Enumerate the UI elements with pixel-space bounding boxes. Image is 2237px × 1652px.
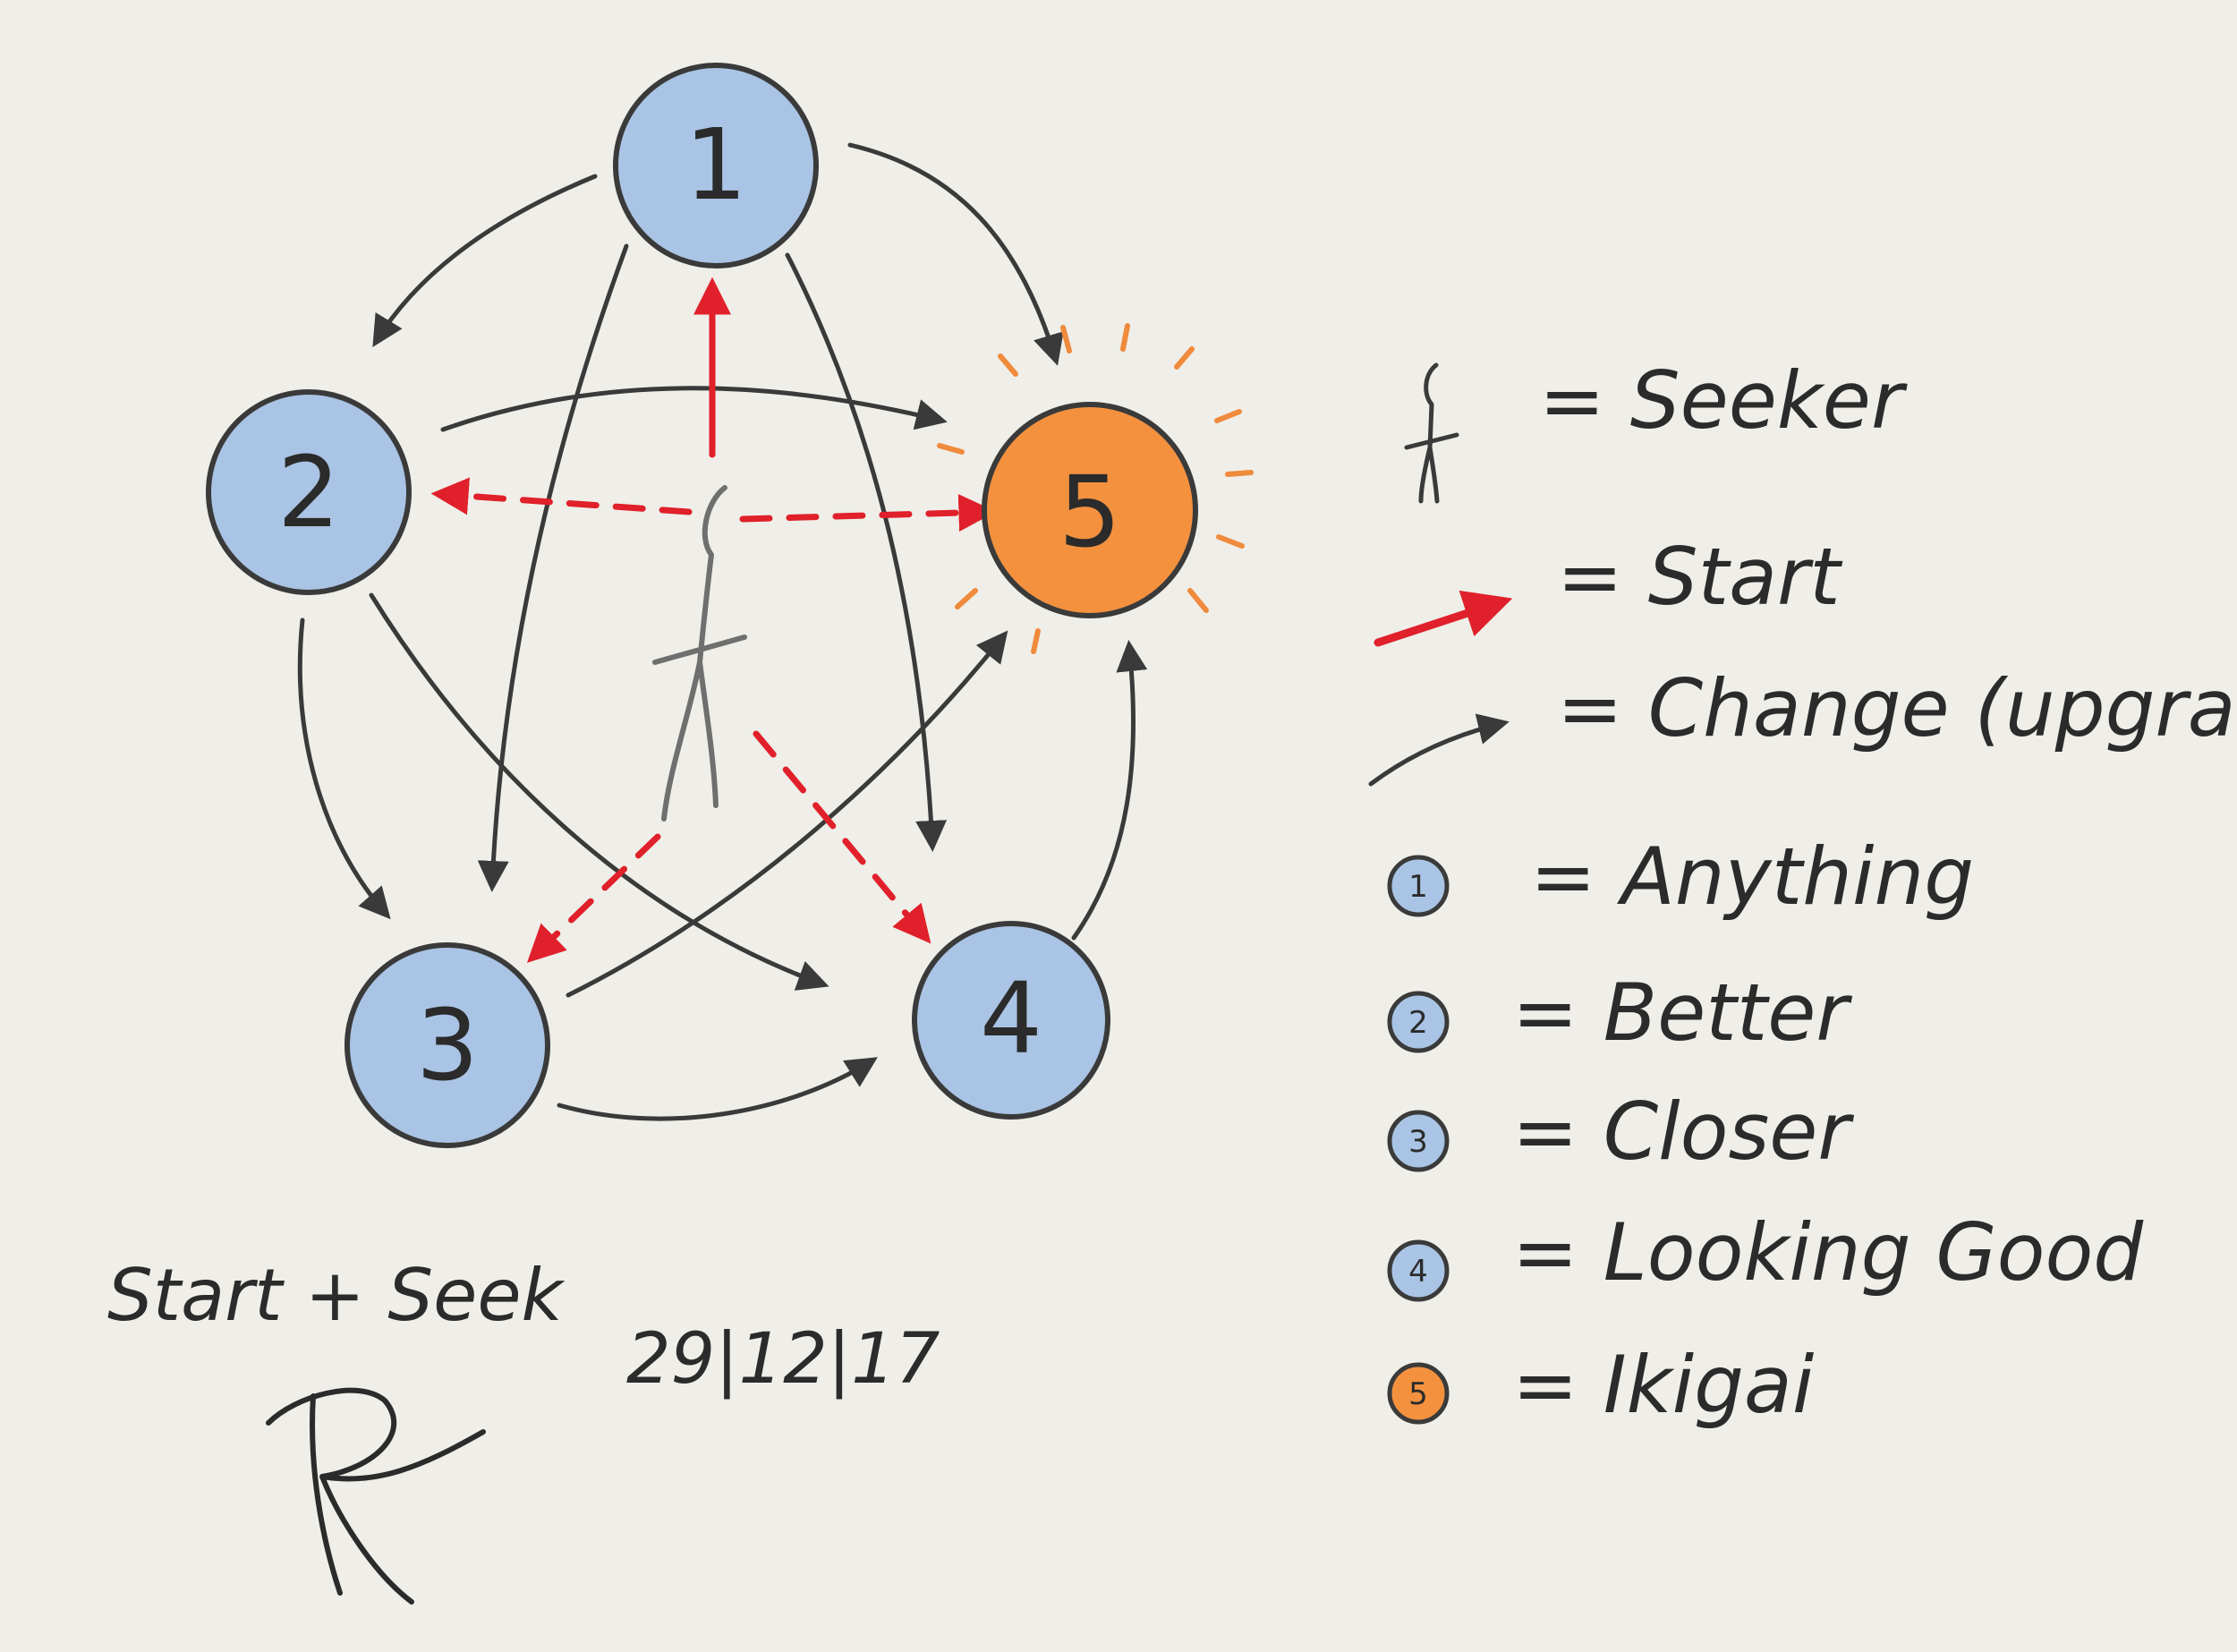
edge-1-to-3 xyxy=(477,243,629,892)
legend-item-2: 2 = Better xyxy=(1387,967,1852,1059)
legend: = Seeker = Start = Change (upgrade) 1 = … xyxy=(1368,354,2237,1431)
edge-1-to-4 xyxy=(785,252,948,852)
edge-2-to-5 xyxy=(440,386,948,432)
seeker-figure xyxy=(652,485,747,822)
legend-item-4: 4 = Looking Good xyxy=(1387,1206,2144,1302)
caption-start-seek: Start + Seek xyxy=(107,1254,566,1337)
node-2: 2 xyxy=(206,389,412,595)
svg-text:3: 3 xyxy=(1408,1124,1428,1160)
legend-seeker-text: = Seeker xyxy=(1539,354,1908,447)
edge-3-to-4 xyxy=(557,1057,878,1121)
svg-text:5: 5 xyxy=(1408,1376,1428,1412)
svg-text:= Anything: = Anything xyxy=(1530,830,1974,923)
svg-text:2: 2 xyxy=(1408,1005,1428,1041)
legend-change-text: = Change (upgrade) xyxy=(1557,662,2237,754)
legend-item-5: 5 = Ikigai xyxy=(1387,1339,1815,1431)
svg-text:1: 1 xyxy=(1408,869,1428,905)
start-edge-to-3 xyxy=(526,833,661,963)
ikigai-glow-rays xyxy=(937,323,1254,654)
date-text: 29|12|17 xyxy=(626,1319,940,1400)
svg-text:1: 1 xyxy=(685,107,747,222)
svg-text:= Closer: = Closer xyxy=(1512,1086,1854,1178)
legend-start: = Start xyxy=(1374,531,1843,647)
legend-change: = Change (upgrade) xyxy=(1368,662,2237,787)
svg-text:4: 4 xyxy=(1408,1254,1428,1290)
edge-1-to-5 xyxy=(847,142,1064,366)
seeker-legend-icon xyxy=(1404,362,1459,504)
svg-text:5: 5 xyxy=(1059,455,1121,569)
start-edge-to-5 xyxy=(739,493,997,532)
start-edge-to-4 xyxy=(753,730,931,944)
change-arrow-icon xyxy=(1368,713,1510,787)
edge-2-to-4 xyxy=(369,592,829,991)
svg-text:4: 4 xyxy=(980,961,1042,1076)
start-arrow-icon xyxy=(1374,590,1513,647)
svg-text:2: 2 xyxy=(277,435,340,549)
legend-item-1: 1 = Anything xyxy=(1387,830,1974,923)
node-5: 5 xyxy=(937,323,1254,654)
svg-text:= Looking Good: = Looking Good xyxy=(1512,1206,2144,1299)
legend-seeker: = Seeker xyxy=(1404,354,1908,504)
edge-2-to-3 xyxy=(297,617,391,920)
svg-text:= Ikigai: = Ikigai xyxy=(1512,1339,1815,1431)
legend-item-3: 3 = Closer xyxy=(1387,1086,1854,1178)
node-4: 4 xyxy=(912,921,1110,1120)
signature xyxy=(266,1387,486,1605)
edge-1-to-2 xyxy=(372,174,598,347)
legend-start-text: = Start xyxy=(1557,531,1843,623)
node-1: 1 xyxy=(613,63,819,268)
svg-text:3: 3 xyxy=(416,988,479,1103)
start-edge-to-2 xyxy=(430,477,693,515)
svg-text:= Better: = Better xyxy=(1512,967,1852,1059)
edge-3-to-5 xyxy=(566,630,1008,998)
edge-4-to-5 xyxy=(1071,640,1148,941)
node-3: 3 xyxy=(344,942,550,1148)
